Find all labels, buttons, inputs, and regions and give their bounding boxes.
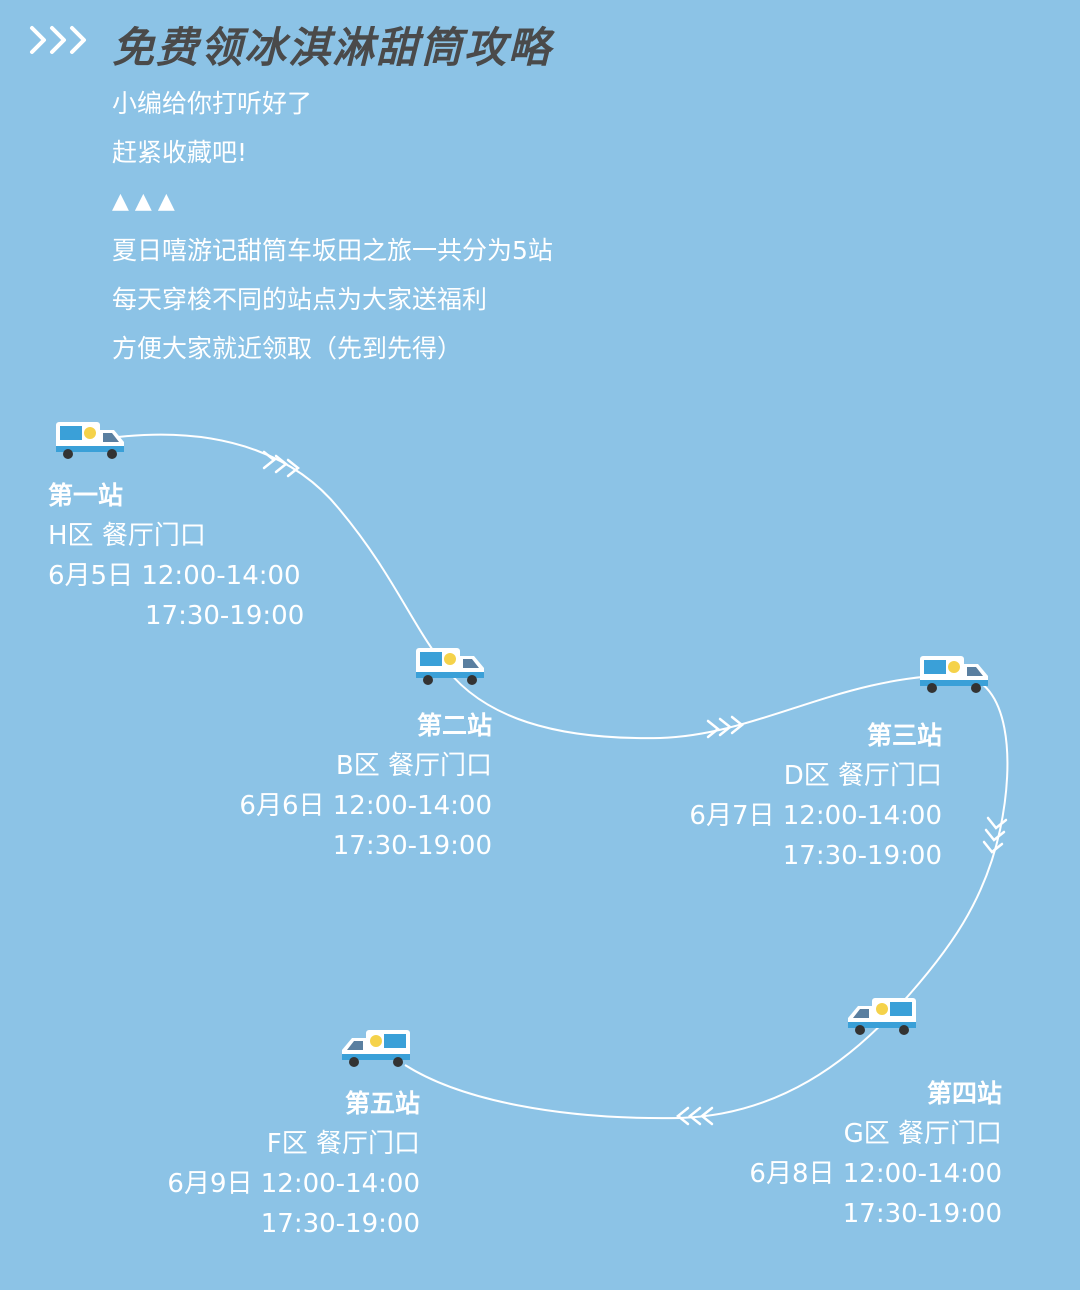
truck-icon	[416, 648, 484, 685]
station-3: 第三站 D区 餐厅门口 6月7日 12:00-14:00 17:30-19:00	[640, 716, 942, 876]
intro-line: 赶紧收藏吧!	[112, 138, 248, 167]
station-time-evening: 17:30-19:00	[782, 841, 942, 871]
intro-line: 方便大家就近领取（先到先得）	[112, 334, 463, 363]
intro-line: 夏日嘻游记甜筒车坂田之旅一共分为5站	[112, 236, 553, 265]
station-time-evening: 17:30-19:00	[260, 1209, 420, 1239]
station-time: 6月5日 12:00-14:00	[48, 561, 301, 591]
triple-chevron-arrow-icon	[706, 715, 745, 739]
intro-line: 小编给你打听好了	[112, 89, 313, 118]
page-title: 免费领冰淇淋甜筒攻略	[112, 23, 553, 72]
station-name: 第三站	[866, 721, 942, 750]
station-time: 6月6日 12:00-14:00	[239, 791, 492, 821]
station-area: H区 餐厅门口	[48, 521, 206, 551]
triple-chevron-right-icon	[30, 26, 86, 54]
station-2: 第二站 B区 餐厅门口 6月6日 12:00-14:00 17:30-19:00	[190, 706, 492, 866]
station-time-evening: 17:30-19:00	[332, 831, 492, 861]
station-area: D区 餐厅门口	[783, 761, 942, 791]
triple-chevron-arrow-icon	[982, 816, 1008, 854]
truck-icon	[848, 998, 916, 1035]
station-name: 第二站	[416, 711, 492, 740]
station-name: 第一站	[48, 481, 124, 510]
truck-icon	[920, 656, 988, 693]
station-time-evening: 17:30-19:00	[145, 601, 305, 631]
station-area: F区 餐厅门口	[266, 1129, 420, 1159]
station-4: 第四站 G区 餐厅门口 6月8日 12:00-14:00 17:30-19:00	[700, 1074, 1002, 1234]
triple-chevron-arrow-icon	[675, 1106, 714, 1126]
station-5: 第五站 F区 餐厅门口 6月9日 12:00-14:00 17:30-19:00	[118, 1084, 420, 1244]
truck-icon	[342, 1030, 410, 1067]
station-time-evening: 17:30-19:00	[842, 1199, 1002, 1229]
station-time: 6月9日 12:00-14:00	[167, 1169, 420, 1199]
station-1: 第一站 H区 餐厅门口 6月5日 12:00-14:00 17:30-19:00	[48, 476, 304, 636]
station-time: 6月8日 12:00-14:00	[749, 1159, 1002, 1189]
intro-line: 每天穿梭不同的站点为大家送福利	[112, 285, 488, 314]
truck-icon	[56, 422, 124, 459]
station-area: G区 餐厅门口	[843, 1119, 1002, 1149]
station-name: 第五站	[344, 1089, 420, 1118]
station-name: 第四站	[926, 1079, 1002, 1108]
station-area: B区 餐厅门口	[335, 751, 492, 781]
intro-triangles: ▲▲▲	[112, 189, 181, 214]
triple-chevron-arrow-icon	[262, 450, 301, 478]
intro-text: 小编给你打听好了 赶紧收藏吧! ▲▲▲ 夏日嘻游记甜筒车坂田之旅一共分为5站 每…	[112, 84, 553, 378]
station-time: 6月7日 12:00-14:00	[689, 801, 942, 831]
